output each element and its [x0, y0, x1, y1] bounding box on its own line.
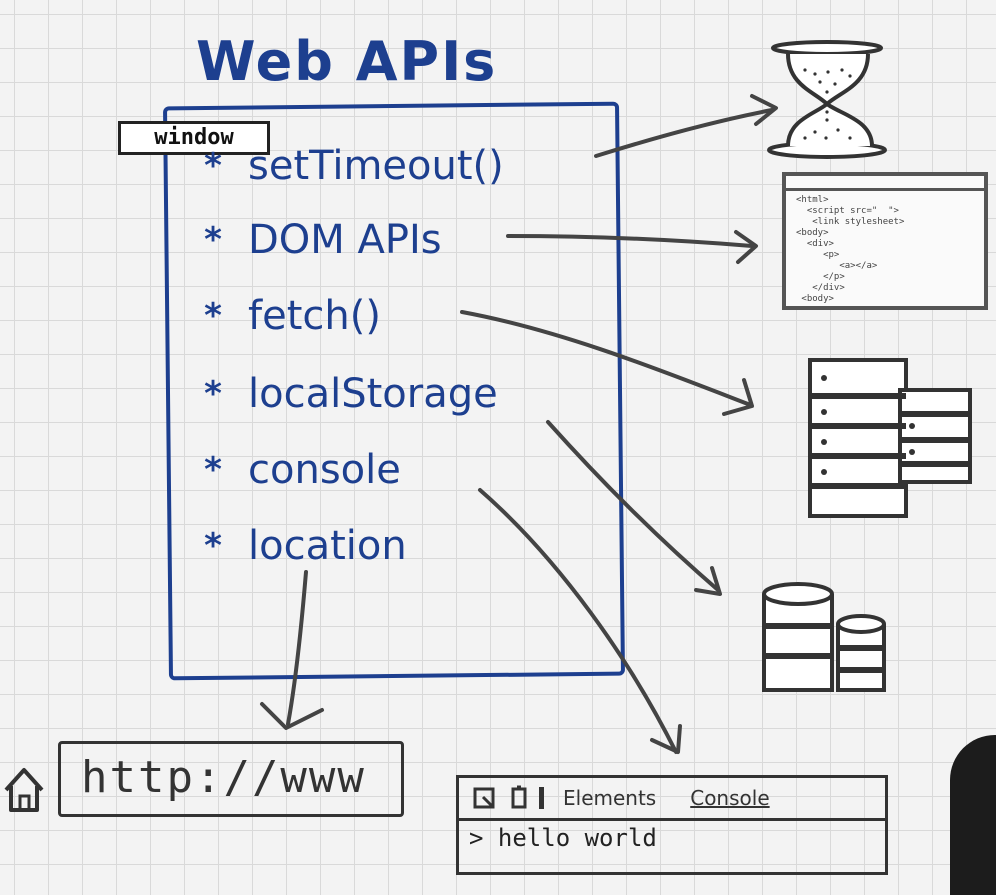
- api-item-settimeout: * setTimeout(): [200, 140, 504, 192]
- code-window-titlebar: [786, 176, 984, 191]
- server-icon: [808, 358, 972, 518]
- url-bar: http://www: [58, 741, 404, 817]
- devtools-inspect-icon: [473, 785, 544, 809]
- tab-elements[interactable]: Elements: [563, 786, 657, 810]
- window-label: window: [118, 121, 270, 155]
- bullet-icon: *: [204, 146, 222, 186]
- bullet-icon: *: [204, 374, 222, 414]
- diagram-drawing: [260, 40, 972, 754]
- api-label: DOM APIs: [248, 217, 442, 263]
- api-item-console: * console: [200, 444, 401, 496]
- home-icon: [4, 768, 44, 812]
- devtools-console: Elements Console > hello world: [456, 775, 888, 875]
- bullet-icon: *: [204, 296, 222, 336]
- api-item-localstorage: * localStorage: [200, 368, 498, 420]
- bullet-icon: *: [204, 220, 222, 260]
- console-output: > hello world: [469, 824, 657, 852]
- connector-arrows: [260, 94, 778, 754]
- presenter-silhouette: [950, 735, 996, 895]
- tab-console[interactable]: Console: [690, 786, 770, 810]
- api-item-location: * location: [200, 520, 407, 572]
- bullet-icon: *: [204, 450, 222, 490]
- api-label: location: [248, 523, 407, 569]
- api-label: localStorage: [248, 371, 498, 417]
- api-label: fetch(): [248, 293, 381, 339]
- api-item-dom-apis: * DOM APIs: [200, 214, 442, 266]
- database-icon: [762, 582, 886, 692]
- bullet-icon: *: [204, 526, 222, 566]
- api-label: setTimeout(): [248, 143, 504, 189]
- devtools-tabbar: Elements Console: [459, 778, 885, 821]
- code-snippet: <html> <script src=" "> <link stylesheet…: [796, 195, 905, 304]
- code-window-icon: <html> <script src=" "> <link stylesheet…: [782, 172, 988, 310]
- api-item-fetch: * fetch(): [200, 290, 381, 342]
- page-title: Web APIs: [196, 30, 498, 93]
- hourglass-icon: [767, 40, 887, 159]
- api-label: console: [248, 447, 401, 493]
